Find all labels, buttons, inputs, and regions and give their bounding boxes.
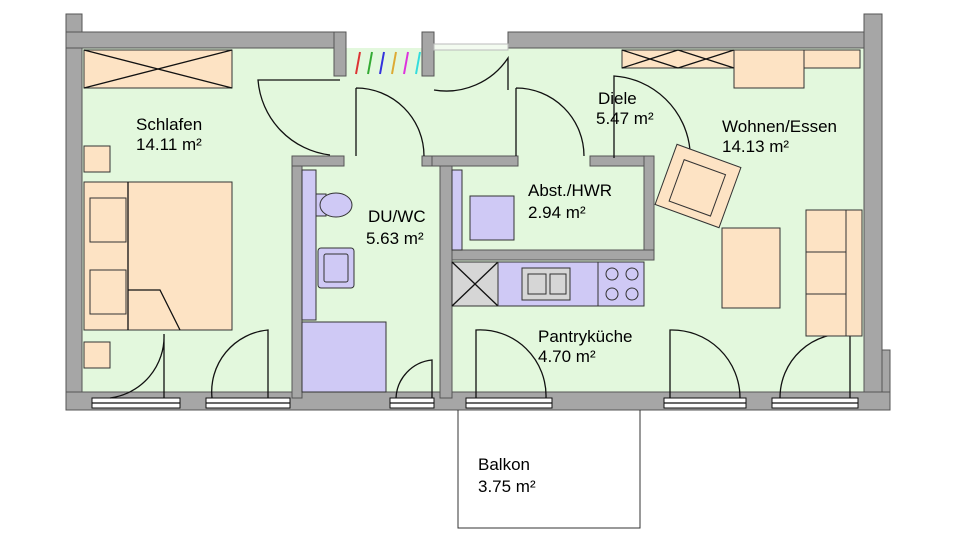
balcony-outline [457,410,641,529]
label-pantry-area: 4.70 m² [538,347,596,366]
nightstand-bottom [83,341,111,369]
sofa-seat-2 [805,251,847,295]
door-balcony-4 [475,329,547,399]
nightstand-top [83,145,111,173]
wall-top-right [507,31,867,49]
label-wohnen-area: 14.13 m² [722,137,789,156]
balcony [457,410,641,529]
room-labels: Schlafen 14.11 m² DU/WC 5.63 m² Diele 5.… [136,89,837,496]
label-balkon-area: 3.75 m² [478,477,536,496]
bath-cabinet [301,169,317,321]
furniture-abst [451,169,515,251]
label-balkon-name: Balkon [478,455,530,474]
door-balcony-1 [109,333,165,399]
bed-fold [128,289,181,331]
door-balcony-5 [669,329,741,399]
wall-abst-right [643,155,655,257]
wall-abst-bottom [451,249,655,261]
wall-left [65,13,83,411]
wall-bath-left [291,159,303,399]
label-wohnen-name: Wohnen/Essen [722,117,837,136]
label-schlafen-name: Schlafen [136,115,202,134]
label-diele-name: Diele [598,89,637,108]
coffee-table [721,227,781,309]
pillow-2 [89,269,127,315]
sofa-seat-1 [805,209,847,253]
door-bath [355,87,425,157]
door-balcony-2 [211,329,269,399]
door-schlafen [257,79,340,156]
wohnen-cabinet-2 [733,49,805,89]
sofa-seat-3 [805,293,847,337]
wall-top-left [65,31,335,49]
sink-bowl [527,273,547,295]
label-du-wc-name: DU/WC [368,207,426,226]
hwr-shelf [451,169,463,251]
sink-drain [549,273,567,295]
toilet [319,192,353,218]
label-abst-name: Abst./HWR [528,181,612,200]
label-abst-area: 2.94 m² [528,203,586,222]
armchair-seat [668,159,727,217]
door-balcony-3 [395,359,433,399]
wall-bath-right [439,159,453,399]
wohnen-cabinet-3 [803,49,861,69]
label-schlafen-area: 14.11 m² [136,135,202,154]
wall-top-stub [333,31,347,77]
furniture-kitchen [451,261,645,307]
door-abst [515,87,585,157]
pillow-1 [89,197,127,243]
door-entry [433,55,509,92]
wall-right [863,13,883,411]
door-wohnen [613,75,691,158]
coat-rack [355,51,421,75]
wall-top-mid [421,31,435,77]
stove [597,261,645,307]
furniture-du-wc [301,169,387,393]
label-du-wc-area: 5.63 m² [366,229,424,248]
windows [91,43,859,409]
furniture-schlafen [83,49,233,369]
wall-abst-top [431,155,519,167]
wall-bath-top-l [291,155,345,167]
shower [301,321,387,393]
washing-machine [469,195,515,241]
label-pantry-name: Pantryküche [538,327,633,346]
label-diele-area: 5.47 m² [596,109,654,128]
furniture-wohnen [621,49,863,337]
sink-basin [323,253,349,283]
wohnen-cabinet [621,49,735,69]
window-top [433,43,509,51]
